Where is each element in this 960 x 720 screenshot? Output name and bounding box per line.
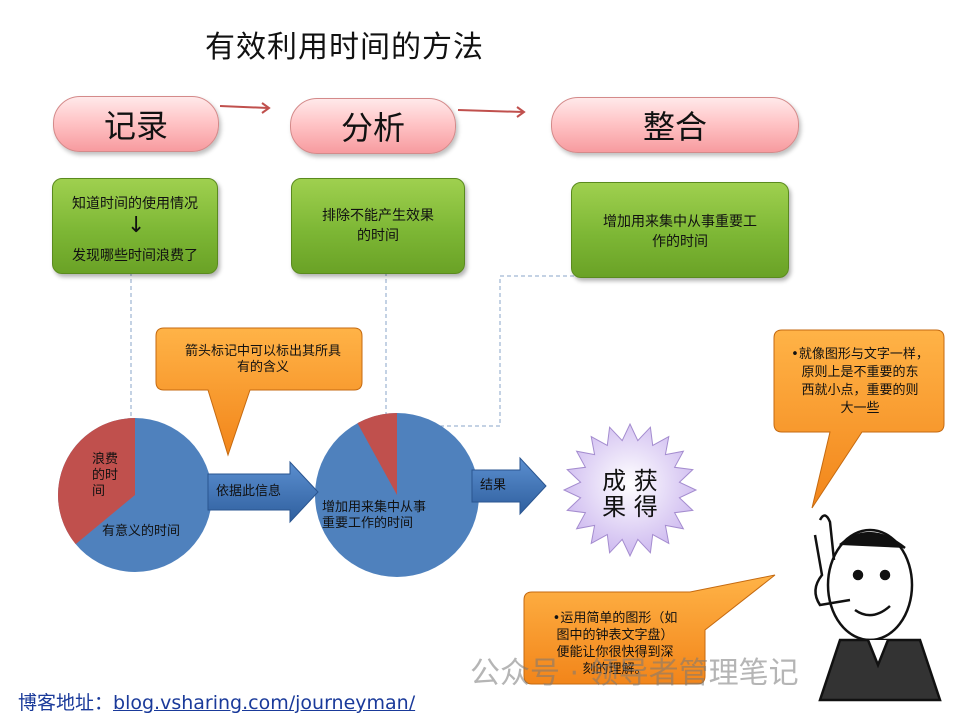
burst-text: 成 获 果 得: [590, 468, 670, 520]
burst-line1: 成 获: [602, 467, 658, 495]
callout-right-line1: •就像图形与文字一样，: [791, 347, 929, 362]
callout-right-line2: 原则上是不重要的东: [801, 365, 919, 380]
analyze-box: 排除不能产生效果 的时间: [291, 178, 465, 274]
callout-arrow-note: 箭头标记中可以标出其所具 有的含义: [168, 344, 358, 376]
page-title: 有效利用时间的方法: [205, 30, 484, 65]
watermark: 公众号 · 领导者管理笔记: [470, 656, 799, 691]
pie2-label: 增加用来集中从事 重要工作的时间: [322, 500, 472, 532]
pie1-waste-slice: [57, 418, 135, 545]
callout-right-line3: 西就小点，重要的则: [801, 383, 919, 398]
callout-bottom-line1: •运用简单的图形（如: [552, 611, 678, 626]
arrow-based-on: [207, 460, 319, 524]
pie1-waste-line3: 间: [92, 484, 106, 499]
integrate-box-line2: 作的时间: [652, 234, 708, 250]
step-record-pill: 记录: [53, 96, 219, 152]
pie-chart-1: [57, 418, 212, 572]
arrow-result-label: 结果: [480, 478, 507, 493]
step-arrow-1: [219, 102, 271, 114]
record-box-top-text: 知道时间的使用情况: [72, 196, 198, 212]
pie2-waste-slice: [357, 413, 397, 495]
arrow-based-on-label: 依据此信息: [216, 484, 282, 499]
callout-arrow-note-line1: 箭头标记中可以标出其所具: [184, 344, 341, 359]
footer: 博客地址：blog.vsharing.com/journeyman/: [18, 688, 415, 715]
burst-line2: 果 得: [602, 493, 658, 521]
callout-bottom-shape: [523, 574, 776, 685]
analyze-box-line1: 排除不能产生效果: [322, 208, 434, 224]
record-box: 知道时间的使用情况 ↓ 发现哪些时间浪费了: [52, 178, 218, 274]
analyze-box-line2: 的时间: [357, 228, 399, 244]
record-box-bottom-text: 发现哪些时间浪费了: [72, 248, 198, 264]
callout-bottom-line3: 便能让你很快得到深: [556, 645, 674, 660]
callout-right-line4: 大一些: [840, 401, 880, 416]
step-arrow-2: [457, 106, 526, 118]
pie2-label-line2: 重要工作的时间: [322, 516, 414, 531]
callout-bottom: •运用简单的图形（如 图中的钟表文字盘） 便能让你很快得到深 刻的理解。: [530, 610, 700, 678]
pie1-waste-line2: 的时: [92, 468, 119, 483]
footer-label: 博客地址：: [18, 692, 114, 714]
pie1-waste-label: 浪费 的时 间: [92, 452, 132, 500]
callout-bottom-line2: 图中的钟表文字盘）: [556, 628, 674, 643]
integrate-box: 增加用来集中从事重要工 作的时间: [571, 182, 789, 278]
pie2-label-line1: 增加用来集中从事: [322, 500, 427, 515]
thinking-man-figure: [813, 514, 942, 702]
callout-right: •就像图形与文字一样， 原则上是不重要的东 西就小点，重要的则 大一些: [780, 346, 940, 418]
arrow-result: [471, 456, 547, 516]
callout-arrow-note-shape: [155, 327, 363, 457]
dashed-connectors: [130, 272, 574, 427]
step-analyze-pill: 分析: [290, 98, 456, 154]
down-arrow-icon: ↓: [127, 213, 146, 238]
step-integrate-pill: 整合: [551, 97, 799, 153]
pie1-meaningful-label: 有意义的时间: [102, 524, 181, 539]
callout-right-shape: [773, 329, 945, 509]
footer-link[interactable]: blog.vsharing.com/journeyman/: [113, 692, 416, 714]
integrate-box-line1: 增加用来集中从事重要工: [603, 214, 757, 230]
pie1-waste-line1: 浪费: [92, 452, 119, 467]
callout-arrow-note-line2: 有的含义: [236, 360, 289, 375]
callout-bottom-line4: 刻的理解。: [582, 662, 648, 677]
pie-chart-2: [315, 413, 479, 577]
result-burst: [562, 422, 698, 558]
